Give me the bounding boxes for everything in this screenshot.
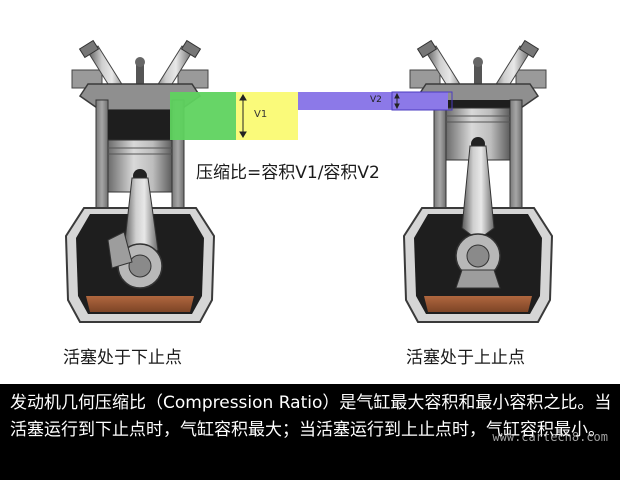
caption-top-dead-center: 活塞处于上止点 xyxy=(406,348,525,368)
v1-label: V1 xyxy=(254,109,268,120)
v1-dimension-arrow xyxy=(239,94,247,138)
description-text: 发动机几何压缩比（Compression Ratio）是气缸最大容积和最小容积之… xyxy=(10,393,612,440)
left-engine xyxy=(64,39,216,323)
v2-dimension-arrow xyxy=(394,92,400,110)
caption-bottom-dead-center: 活塞处于下止点 xyxy=(63,348,182,368)
right-engine xyxy=(402,39,554,323)
v2-outline-box xyxy=(391,91,453,111)
v1-green-region xyxy=(170,92,236,140)
site-watermark: www.cartech8.com xyxy=(492,430,608,444)
description-banner: 发动机几何压缩比（Compression Ratio）是气缸最大容积和最小容积之… xyxy=(0,384,620,480)
v2-label: V2 xyxy=(370,95,382,105)
v2-purple-band xyxy=(298,92,448,110)
compression-ratio-formula: 压缩比=容积V1/容积V2 xyxy=(196,163,380,183)
